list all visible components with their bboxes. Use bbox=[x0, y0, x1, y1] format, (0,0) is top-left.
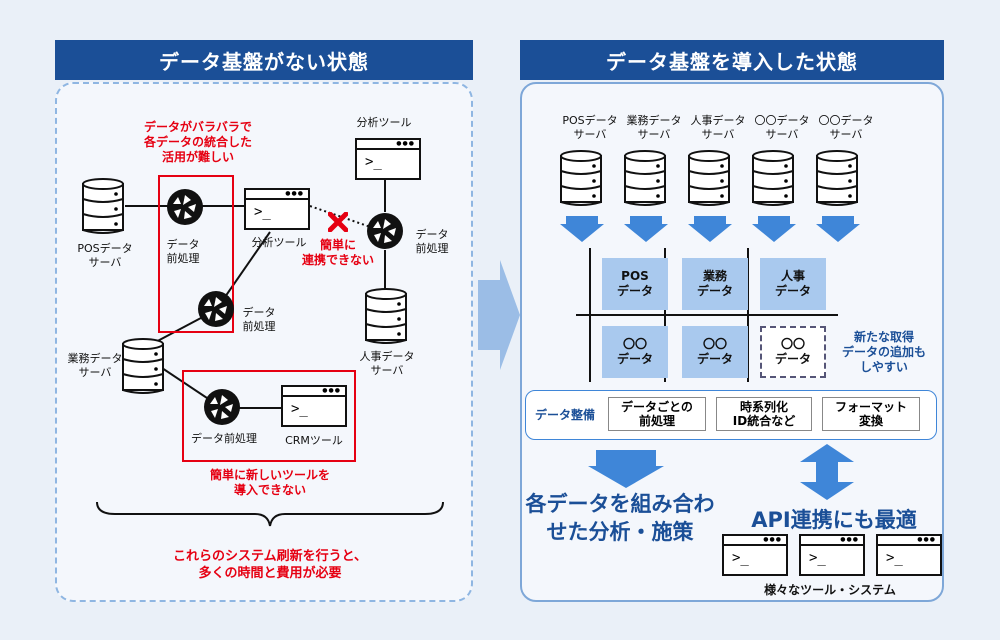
preprocess-icon-crm bbox=[204, 389, 240, 425]
combine-text: 各データを組み合わ せた分析・施策 bbox=[525, 492, 715, 544]
combine-arrow-icon bbox=[588, 450, 664, 488]
r-server-label-4: 〇〇データ サーバ bbox=[754, 114, 810, 141]
crm-redbox bbox=[182, 370, 356, 462]
business-server-label: 業務データ サーバ bbox=[67, 352, 123, 379]
r-server-label-3: 人事データ サーバ bbox=[690, 114, 746, 141]
api-updown-arrow-icon bbox=[800, 444, 854, 500]
r-server-label-5: 〇〇データ サーバ bbox=[818, 114, 874, 141]
preprocess-icon-2 bbox=[198, 291, 234, 327]
cell-other-2: 〇〇 データ bbox=[682, 326, 748, 378]
preprocess-label-1: データ 前処理 bbox=[166, 238, 200, 265]
r-server-label-1: POSデータ サーバ bbox=[562, 114, 618, 141]
left-title: データ基盤がない状態 bbox=[55, 40, 473, 80]
cell-other-1: 〇〇 データ bbox=[602, 326, 668, 378]
r-server-label-2: 業務データ サーバ bbox=[626, 114, 682, 141]
pos-server-label: POSデータ サーバ bbox=[77, 242, 133, 269]
data-prep-label: データ整備 bbox=[534, 408, 595, 422]
note-no-link: 簡単に 連携できない bbox=[301, 238, 374, 267]
business-database-icon bbox=[122, 338, 164, 394]
prep-item-3: フォーマット 変換 bbox=[822, 397, 920, 431]
no-link-cross-icon bbox=[328, 212, 348, 232]
pos-database-icon bbox=[82, 178, 124, 234]
preprocess-label-3: データ 前処理 bbox=[415, 228, 449, 255]
summary-brace bbox=[96, 501, 444, 527]
scattered-redbox bbox=[158, 175, 234, 333]
hr-server-label: 人事データ サーバ bbox=[359, 350, 415, 377]
prep-item-2: 時系列化 ID統合など bbox=[716, 397, 812, 431]
crm-tool-label: CRMツール bbox=[285, 434, 343, 447]
hr-database-icon bbox=[365, 288, 407, 344]
tool-terminal-3: ●●● >_ bbox=[876, 534, 942, 576]
tool-terminal-2: ●●● >_ bbox=[799, 534, 865, 576]
cell-pos: POS データ bbox=[602, 258, 668, 310]
preprocess-icon-3 bbox=[367, 213, 403, 249]
cell-hr: 人事 データ bbox=[760, 258, 826, 310]
note-no-new-tool: 簡単に新しいツールを 導入できない bbox=[209, 468, 330, 497]
analysis-tool-top-label: 分析ツール bbox=[356, 116, 412, 129]
analysis-tool-top-terminal: ●●● >_ bbox=[355, 138, 421, 180]
right-title: データ基盤を導入した状態 bbox=[520, 40, 944, 80]
analysis-tool-terminal: ●●● >_ bbox=[244, 188, 310, 230]
transition-arrow-icon bbox=[478, 260, 520, 370]
preprocess-crm-label: データ前処理 bbox=[191, 432, 257, 445]
preprocess-icon-1 bbox=[167, 189, 203, 225]
preprocess-label-2: データ 前処理 bbox=[242, 306, 276, 333]
cell-business: 業務 データ bbox=[682, 258, 748, 310]
prep-item-1: データごとの 前処理 bbox=[608, 397, 706, 431]
note-new-data: 新たな取得 データの追加も しやすい bbox=[841, 330, 926, 374]
note-cost: これらのシステム刷新を行うと、 多くの時間と費用が必要 bbox=[172, 549, 368, 581]
down-arrows-icon bbox=[560, 216, 860, 242]
cell-new-data: 〇〇 データ bbox=[760, 326, 826, 378]
api-text: API連携にも最適 bbox=[751, 508, 917, 532]
tool-terminal-1: ●●● >_ bbox=[722, 534, 788, 576]
note-scattered: データがバラバラで 各データの統合した 活用が難しい bbox=[143, 120, 252, 164]
tools-label: 様々なツール・システム bbox=[764, 583, 896, 597]
crm-tool-terminal: ●●● >_ bbox=[281, 385, 347, 427]
analysis-tool-mid-label: 分析ツール bbox=[251, 236, 307, 249]
